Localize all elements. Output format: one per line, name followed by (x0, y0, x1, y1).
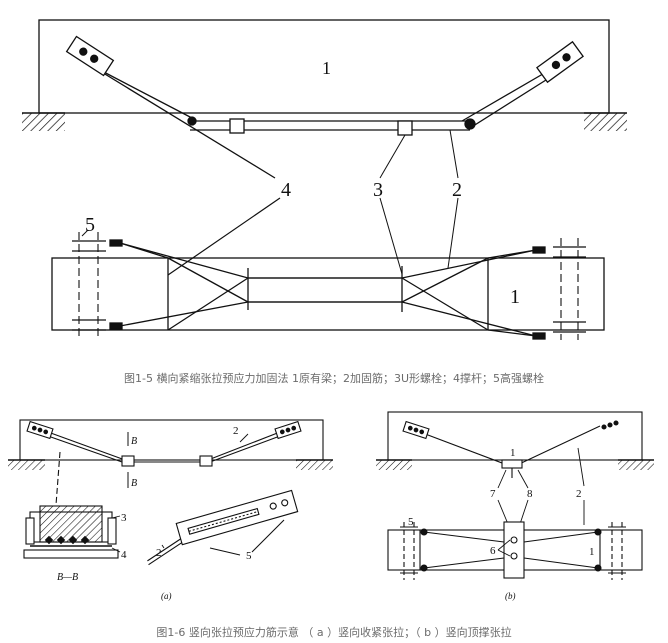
beam-plan (51, 257, 605, 331)
anchor-block-bl (109, 322, 123, 330)
label-a-4: 4 (121, 549, 127, 561)
anchor-plate-left (65, 35, 115, 77)
anchor-a-right (274, 420, 302, 440)
anchor-block-tr (532, 246, 546, 254)
anchor-a-left (26, 420, 54, 440)
label-1-elevation: 1 (322, 58, 331, 78)
label-a-sub: (a) (161, 591, 172, 601)
label-b-1-plan: 1 (589, 546, 595, 558)
label-3: 3 (373, 179, 383, 201)
left-support (22, 112, 65, 131)
label-a-3: 3 (121, 512, 127, 524)
label-b-6: 6 (490, 545, 496, 557)
bearing-left (187, 116, 197, 126)
label-b-sub: (b) (505, 591, 516, 601)
figure-1-6-caption: 图1-6 竖向张拉预应力筋示意 （ a ）竖向收紧张拉；（ b ）竖向顶撑张拉 (156, 626, 512, 639)
label-1-plan: 1 (510, 286, 520, 308)
label-b-7: 7 (490, 488, 496, 500)
anchor-plate-right (536, 40, 584, 84)
fig2a-section (23, 505, 121, 559)
bearing-right (464, 118, 476, 130)
label-a-5: 5 (246, 550, 252, 562)
tendon-lower (119, 301, 537, 337)
beam-a (19, 419, 324, 461)
anchor-block-br (532, 332, 546, 340)
fig1-elevation (22, 19, 627, 276)
existing-beam (38, 19, 610, 114)
label-b-2: 2 (576, 488, 582, 500)
fig2a-elevation (8, 419, 333, 506)
right-support (584, 112, 627, 131)
anchor-block-tl (109, 239, 123, 247)
fig1-plan (51, 229, 605, 340)
label-a-section: B—B (57, 572, 78, 583)
label-2: 2 (452, 179, 462, 201)
label-b-8: 8 (527, 488, 533, 500)
figure-1-5-caption: 图1-5 横向紧缩张拉预应力加固法 1原有梁；2加固筋；3U形螺栓；4撑杆；5高… (123, 372, 544, 385)
strut-left (94, 67, 276, 179)
fig2a-detail (147, 489, 299, 566)
label-5: 5 (85, 214, 95, 236)
label-a-B-bottom: B (131, 478, 137, 489)
label-b-1: 1 (510, 447, 516, 459)
label-a-B-top: B (131, 436, 137, 447)
label-a-2b: 2 (156, 547, 162, 559)
u-bolt-2 (397, 120, 413, 136)
fig2b-plan (387, 521, 643, 580)
fig2b-elevation (376, 411, 654, 525)
label-4: 4 (281, 179, 291, 201)
u-bolt-1 (229, 118, 245, 134)
tendon-upper (119, 242, 537, 279)
jack-block (503, 521, 525, 579)
label-b-5: 5 (408, 516, 414, 528)
label-a-2: 2 (233, 425, 239, 437)
tendon-left-diagonal (99, 69, 193, 119)
